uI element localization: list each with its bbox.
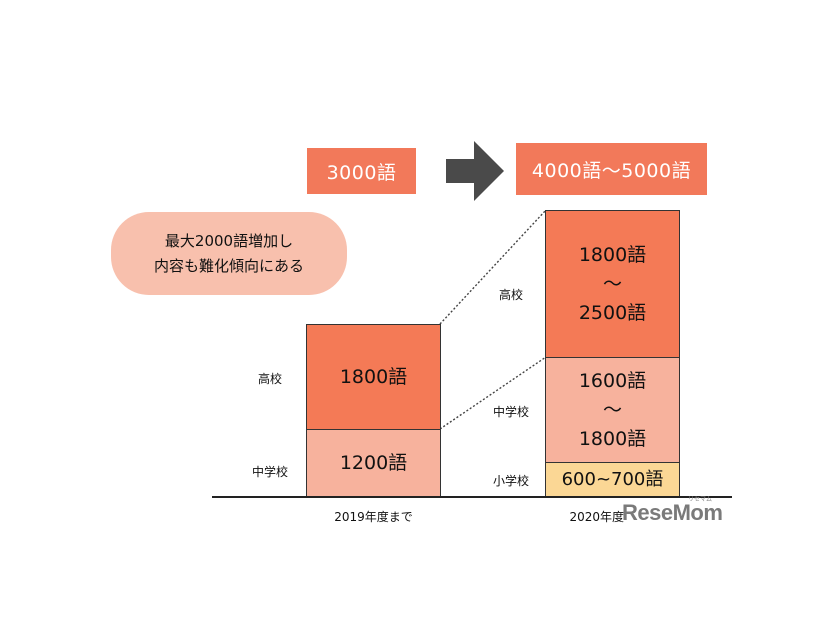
- segment-high-school-2020-sep: ～: [602, 272, 622, 295]
- callout-bubble: 最大2000語増加し 内容も難化傾向にある: [111, 212, 347, 295]
- connector-high-top: [439, 209, 547, 325]
- level-label-high-school-2020: 高校: [498, 287, 523, 302]
- callout-line-1: 最大2000語増加し: [164, 231, 294, 250]
- segment-elementary-2020-value: 600~700語: [561, 469, 664, 490]
- baseline: [212, 496, 732, 498]
- connector-mid-top: [439, 356, 547, 430]
- right-arrow-icon: [446, 141, 504, 201]
- column-label-2020: 2020年度: [569, 510, 624, 524]
- segment-junior-high-2019: 1200語: [306, 429, 441, 497]
- segment-junior-high-2019-value: 1200語: [339, 451, 408, 474]
- level-label-elementary-2020: 小学校: [492, 473, 529, 488]
- segment-high-school-2020: 1800語 ～ 2500語: [545, 210, 680, 358]
- callout-line-2: 内容も難化傾向にある: [153, 256, 304, 275]
- segment-high-school-2020-to: 2500語: [578, 301, 647, 324]
- level-label-high-school-2019: 高校: [257, 371, 282, 386]
- total-before-box: 3000語: [307, 148, 416, 194]
- watermark-logo: ReseMom: [622, 500, 723, 525]
- total-after-value: 4000語～5000語: [531, 159, 692, 182]
- total-after-box: 4000語～5000語: [516, 143, 707, 195]
- segment-junior-high-2020-from: 1600語: [578, 369, 647, 392]
- total-before-value: 3000語: [326, 161, 397, 184]
- segment-high-school-2019-value: 1800語: [339, 365, 408, 388]
- segment-elementary-2020: 600~700語: [545, 462, 680, 497]
- segment-high-school-2019: 1800語: [306, 324, 441, 430]
- column-label-2019: 2019年度まで: [334, 510, 413, 524]
- level-label-junior-high-2020: 中学校: [492, 404, 529, 419]
- segment-junior-high-2020-to: 1800語: [578, 427, 647, 450]
- watermark-kana: リセマム: [688, 496, 713, 503]
- segment-high-school-2020-from: 1800語: [578, 243, 647, 266]
- level-label-junior-high-2019: 中学校: [251, 464, 288, 479]
- segment-junior-high-2020: 1600語 ～ 1800語: [545, 357, 680, 463]
- segment-junior-high-2020-sep: ～: [602, 398, 622, 421]
